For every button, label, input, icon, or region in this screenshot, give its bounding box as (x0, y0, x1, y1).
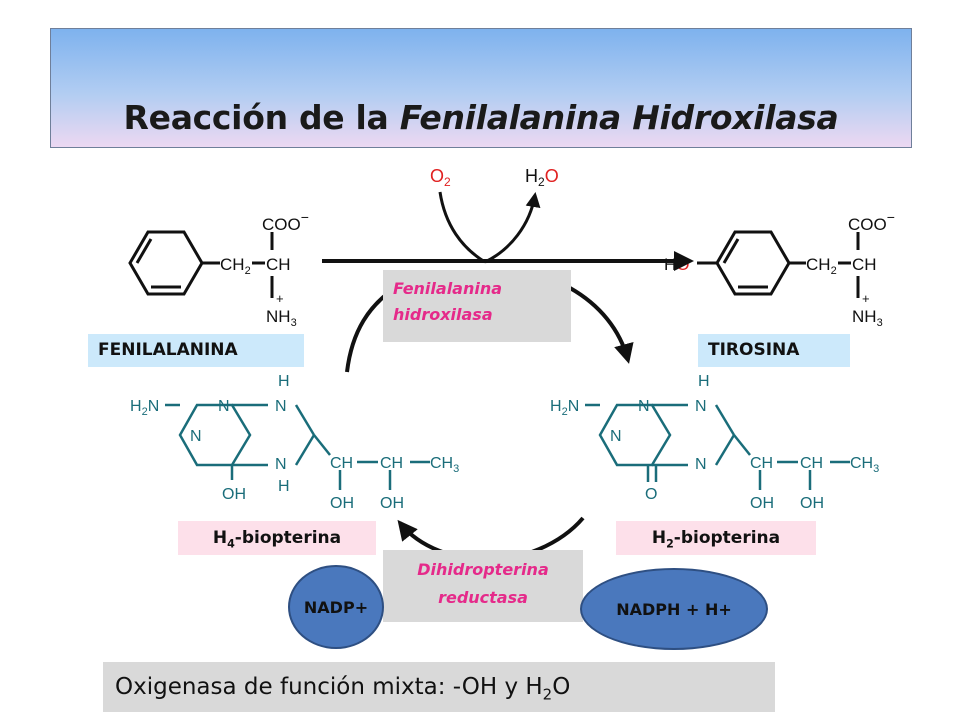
svg-text:N: N (695, 456, 707, 473)
phenylalanine-structure (128, 230, 274, 298)
svg-text:CH: CH (852, 255, 877, 274)
svg-text:H: H (278, 373, 290, 390)
enzyme-top-line1: Fenilalanina (393, 279, 503, 298)
nadp-oval: NADP+ (288, 565, 384, 649)
water-out-arrow (484, 192, 541, 264)
enzyme-bottom-line2: reductasa (438, 588, 528, 607)
substrate-label: FENILALANINA (88, 334, 304, 367)
svg-text:N: N (190, 428, 202, 445)
svg-text:CH: CH (330, 455, 353, 472)
title-prefix: Reacción de la (123, 98, 400, 137)
tyrosine-structure (697, 230, 860, 298)
svg-text:NH3: NH3 (852, 307, 883, 329)
svg-text:N: N (695, 398, 707, 415)
svg-text:COO−: COO− (262, 209, 309, 234)
cofactor-left-prefix: H (212, 528, 228, 548)
svg-text:N: N (218, 398, 230, 415)
enzyme-bottom-line1: Dihidropterina (417, 560, 549, 579)
svg-text:CH2: CH2 (806, 255, 837, 277)
cofactor-left-label: H4-biopterina (178, 521, 376, 555)
svg-text:O2: O2 (430, 166, 451, 189)
cofactor-right-prefix: H (651, 528, 667, 548)
nadph-oval: NADPH + H+ (580, 568, 768, 650)
svg-text:OH: OH (800, 495, 824, 512)
svg-text:H: H (698, 373, 710, 390)
svg-text:HO: HO (664, 255, 690, 274)
h2-biopterin-atoms: H2N N N N H N O CH CH CH3 OH OH (550, 373, 879, 512)
product-label: TIROSINA (698, 334, 850, 367)
svg-text:CH: CH (800, 455, 823, 472)
phenylalanine-atoms: CH2 CH COO− NH3 + (220, 209, 309, 329)
svg-text:H2N: H2N (550, 398, 579, 418)
enzyme-bottom-box: Dihidropterina reductasa (383, 550, 583, 622)
footer-prefix: Oxigenasa de función mixta: -OH y H (115, 674, 543, 700)
svg-text:H: H (278, 478, 290, 495)
svg-text:O: O (645, 486, 657, 503)
footer-sub: 2 (542, 685, 553, 704)
cycle-arc-top-right (569, 286, 634, 364)
cofactor-right-label: H2-biopterina (616, 521, 816, 555)
enzyme-top-box: Fenilalanina hidroxilasa (383, 270, 571, 342)
svg-text:CH3: CH3 (430, 455, 459, 475)
oxygen-in-arrow (438, 191, 486, 264)
svg-text:N: N (275, 456, 287, 473)
svg-text:+: + (276, 291, 284, 306)
enzyme-top-line2: hidroxilasa (393, 305, 493, 324)
page-title: Reacción de la Fenilalanina Hidroxilasa (51, 98, 911, 137)
title-italic: Fenilalanina Hidroxilasa (399, 98, 839, 137)
svg-text:NH3: NH3 (266, 307, 297, 329)
svg-text:H2N: H2N (130, 398, 159, 418)
h4-biopterin-atoms: H2N N N N H N H OH CH CH CH3 OH OH (130, 373, 459, 512)
footer-suffix: O (552, 674, 571, 700)
svg-text:CH: CH (380, 455, 403, 472)
svg-text:CH2: CH2 (220, 255, 251, 277)
svg-text:N: N (638, 398, 650, 415)
svg-text:CH: CH (750, 455, 773, 472)
svg-text:+: + (862, 291, 870, 306)
svg-text:H2O: H2O (525, 166, 559, 189)
cofactor-right-sub: 2 (666, 537, 674, 551)
svg-text:CH: CH (266, 255, 291, 274)
svg-text:OH: OH (750, 495, 774, 512)
title-banner: Reacción de la Fenilalanina Hidroxilasa (50, 28, 912, 148)
cofactor-left-sub: 4 (227, 537, 235, 551)
tyrosine-atoms: HO CH2 CH COO− NH3 + (664, 209, 895, 329)
footer-note: Oxigenasa de función mixta: -OH y H2O (103, 662, 775, 712)
svg-text:OH: OH (380, 495, 404, 512)
cofactor-right-suffix: -biopterina (673, 528, 781, 548)
svg-text:N: N (610, 428, 622, 445)
svg-text:OH: OH (222, 486, 246, 503)
svg-text:COO−: COO− (848, 209, 895, 234)
svg-text:CH3: CH3 (850, 455, 879, 475)
h4-biopterin-structure (165, 403, 430, 490)
oxygen-water-labels: O2 H2O (430, 166, 559, 189)
svg-text:OH: OH (330, 495, 354, 512)
cofactor-left-suffix: -biopterina (234, 528, 342, 548)
h2-biopterin-structure (585, 403, 850, 490)
svg-text:N: N (275, 398, 287, 415)
